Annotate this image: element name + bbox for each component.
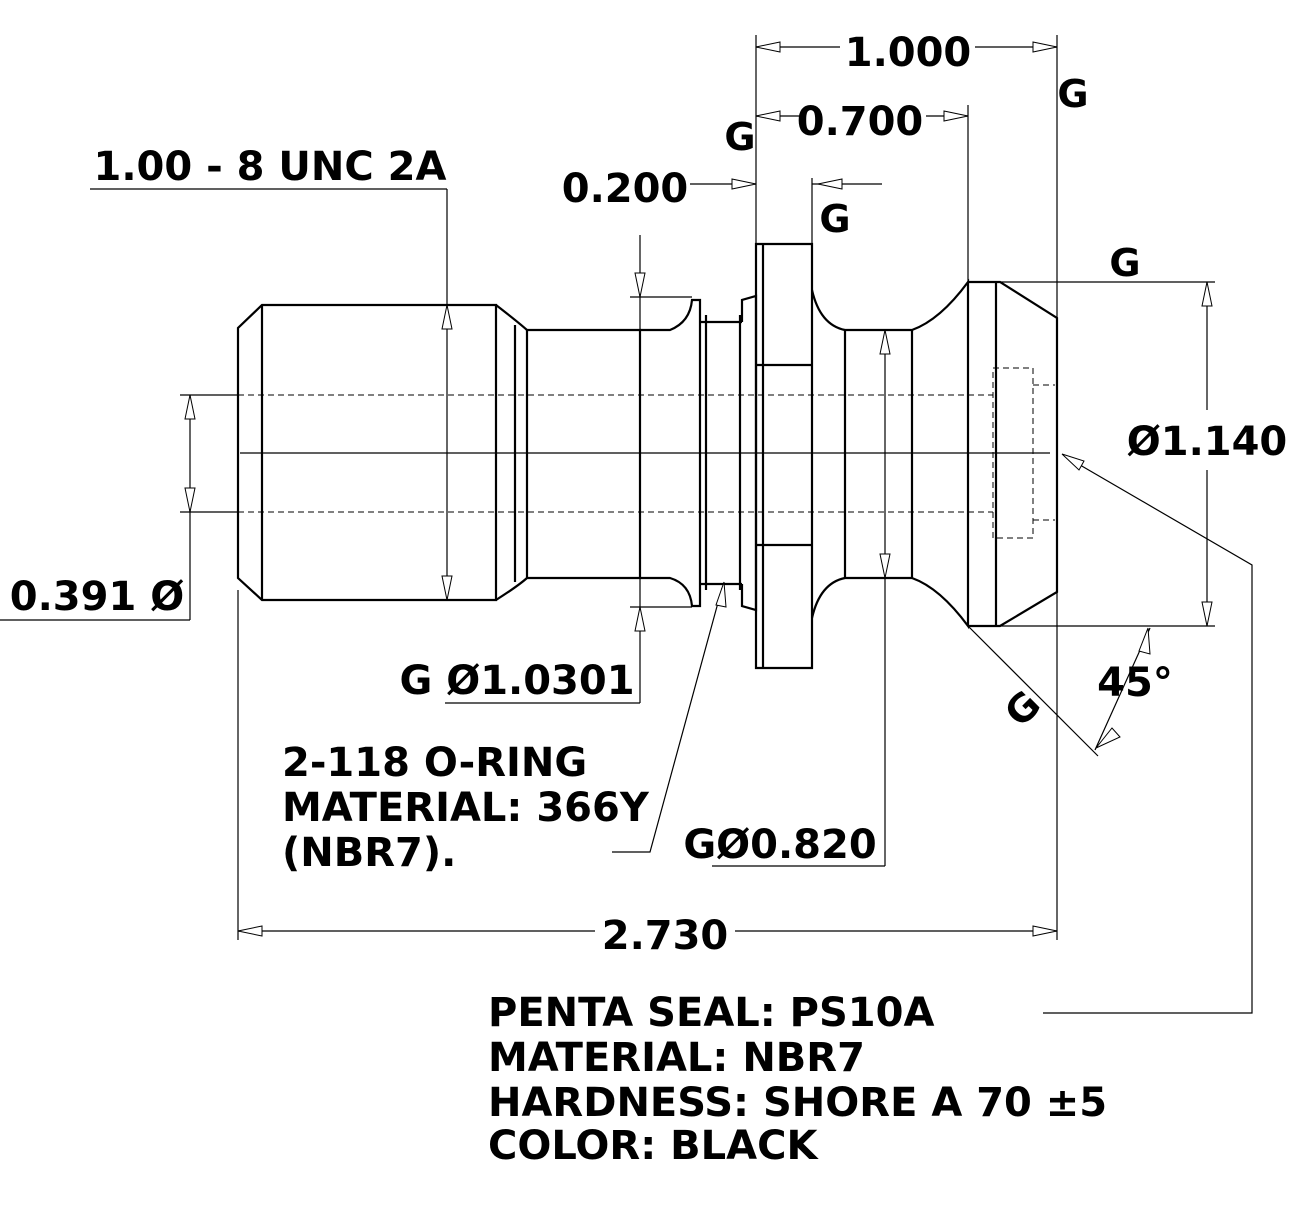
penta-seal-note-line-4: COLOR: BLACK xyxy=(488,1123,819,1169)
g-mark-chamfer: G xyxy=(996,682,1049,735)
dim-1000: 1.000 xyxy=(755,30,1058,318)
oring-leader xyxy=(612,581,727,853)
oring-note-line-2: MATERIAL: 366Y xyxy=(282,785,650,831)
dim-10301-label: G Ø1.0301 xyxy=(399,658,634,704)
dim-0820: GØ0.820 xyxy=(683,329,891,868)
dim-0700: 0.700 xyxy=(755,99,969,282)
penta-seal-leader xyxy=(1043,453,1253,1014)
dim-1000-label: 1.000 xyxy=(845,30,972,76)
dim-0391: 0.391 Ø xyxy=(0,394,238,621)
penta-seal-note: PENTA SEAL: PS10A MATERIAL: NBR7 HARDNES… xyxy=(488,990,1107,1169)
thread-label: 1.00 - 8 UNC 2A xyxy=(94,144,447,190)
penta-seal-note-line-2: MATERIAL: NBR7 xyxy=(488,1035,865,1081)
oring-note-line-3: (NBR7). xyxy=(282,830,456,876)
dim-0700-label: 0.700 xyxy=(797,99,924,145)
dim-0200: 0.200 xyxy=(562,166,882,244)
g-mark-top-right: G xyxy=(1057,72,1088,116)
dim-2730-label: 2.730 xyxy=(602,913,729,959)
g-mark-head: G xyxy=(1109,241,1140,285)
dim-10301: G Ø1.0301 xyxy=(399,235,692,704)
g-mark-left-0700: G xyxy=(724,115,755,159)
part-outline xyxy=(236,242,1059,670)
oring-note: 2-118 O-RING MATERIAL: 366Y (NBR7). xyxy=(282,740,650,876)
g-mark-below-0200: G xyxy=(819,197,850,241)
dim-0391-label: 0.391 Ø xyxy=(10,574,184,620)
oring-note-line-1: 2-118 O-RING xyxy=(282,740,587,786)
penta-seal-note-line-1: PENTA SEAL: PS10A xyxy=(488,990,934,1036)
dim-1140: Ø1.140 xyxy=(1000,281,1288,627)
thread-callout: 1.00 - 8 UNC 2A xyxy=(90,144,453,601)
dim-2730: 2.730 xyxy=(237,590,1058,959)
chamfer-angle-label: 45° xyxy=(1097,660,1173,706)
dim-chamfer-45: 45° xyxy=(967,625,1173,757)
penta-seal-note-line-3: HARDNESS: SHORE A 70 ±5 xyxy=(488,1080,1107,1126)
dim-0820-label: GØ0.820 xyxy=(683,822,876,868)
dim-0200-label: 0.200 xyxy=(562,166,689,212)
dim-1140-label: Ø1.140 xyxy=(1127,419,1288,465)
